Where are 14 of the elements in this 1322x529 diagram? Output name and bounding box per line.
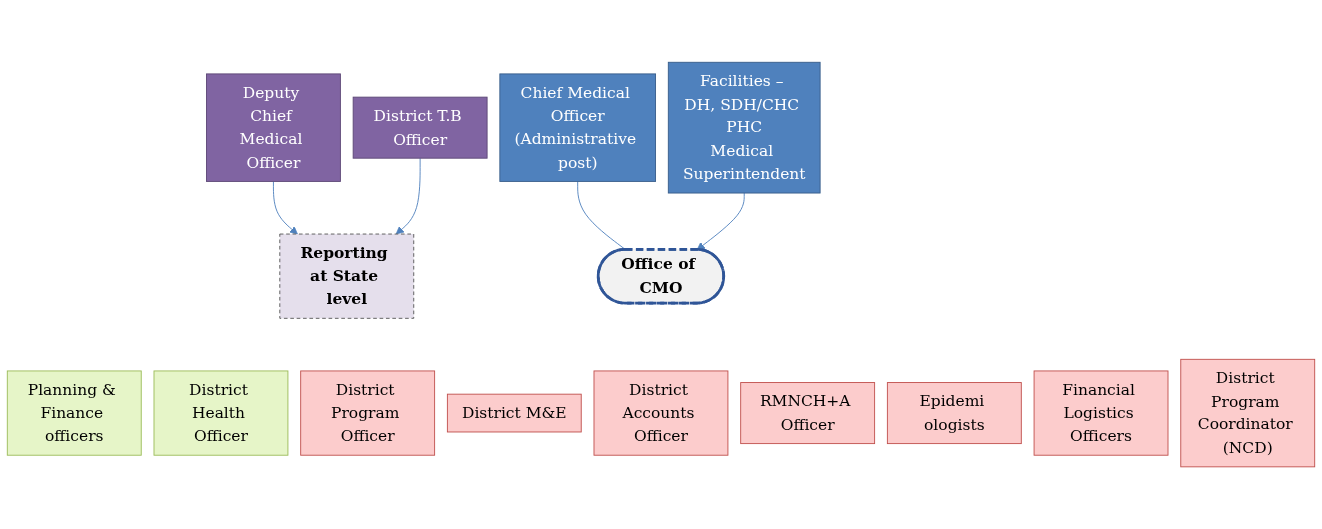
node-box: District Program Officer <box>300 370 436 456</box>
node-box: Planning & Finance officers <box>6 370 142 456</box>
node-box: District Health Officer <box>153 370 289 456</box>
node-box: District T.B Officer <box>352 96 488 159</box>
node-box: Epidemi ologists <box>886 382 1022 444</box>
node-box: Chief Medical Officer (Administrative post) <box>499 73 656 182</box>
node-box: District Accounts Officer <box>593 370 729 456</box>
node-box: Deputy Chief Medical Officer <box>206 73 341 182</box>
node-box: District M&E <box>446 393 582 433</box>
node-box: Reporting at State level <box>279 233 415 319</box>
node-box: Financial Logistics Officers <box>1033 370 1169 456</box>
node-box: RMNCH+A Officer <box>740 382 876 444</box>
node-box: Facilities – DH, SDH/CHC PHC Medical Superintendent <box>667 61 821 194</box>
node-box: District Program Coordinator (NCD) <box>1180 358 1316 468</box>
